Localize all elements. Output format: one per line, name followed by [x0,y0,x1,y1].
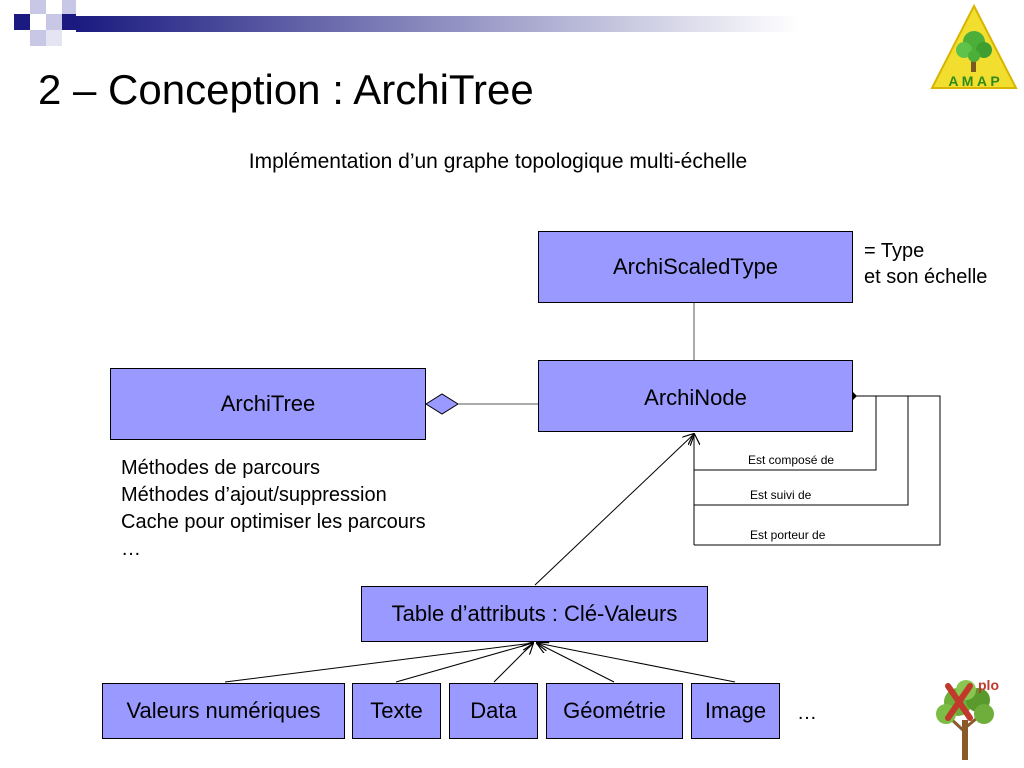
method-item: Cache pour optimiser les parcours [121,511,426,533]
relation-compose-label: Est composé de [748,453,835,467]
method-item: Méthodes de parcours [121,457,321,479]
image-link [537,643,736,683]
texte-link [395,643,533,683]
amap-logo-text: A M A P [948,73,999,89]
xplo-logo: plo [936,677,999,760]
aggregation-diamond [425,393,459,415]
value-type-data: Data [449,683,538,739]
data-link [493,643,533,683]
value-type-image: Image [691,683,780,739]
relation-suivi-label: Est suivi de [750,488,812,502]
type-note-line-1: = Type [864,240,925,262]
archinode-box: ArchiNode [538,360,853,432]
relation-porteur-label: Est porteur de [750,528,826,542]
xplo-logo-text: plo [978,677,999,693]
geometrie-link [537,643,615,683]
value-type-texte: Texte [352,683,441,739]
attribute-table-box: Table d’attributs : Clé-Valeurs [361,586,708,642]
amap-logo: A M A P [930,4,1018,89]
type-note: = Type et son échelle [864,238,987,290]
page-title: 2 – Conception : ArchiTree [38,66,534,113]
value-type-numeriques: Valeurs numériques [102,683,345,739]
architree-box: ArchiTree [110,368,426,440]
valeurs-link [224,643,533,683]
method-item: Méthodes d’ajout/suppression [121,484,387,506]
type-note-line-2: et son échelle [864,266,988,288]
page-subtitle: Implémentation d’un graphe topologique m… [248,150,748,173]
value-types-more: … [797,702,817,724]
method-item: … [121,538,141,560]
architree-methods: Méthodes de parcours Méthodes d’ajout/su… [121,455,426,563]
value-type-geometrie: Géométrie [546,683,683,739]
archiscaledtype-box: ArchiScaledType [538,231,853,303]
header-decoration [14,0,926,46]
relation-porteur-line [694,395,941,546]
table-node-arrow [534,434,694,586]
